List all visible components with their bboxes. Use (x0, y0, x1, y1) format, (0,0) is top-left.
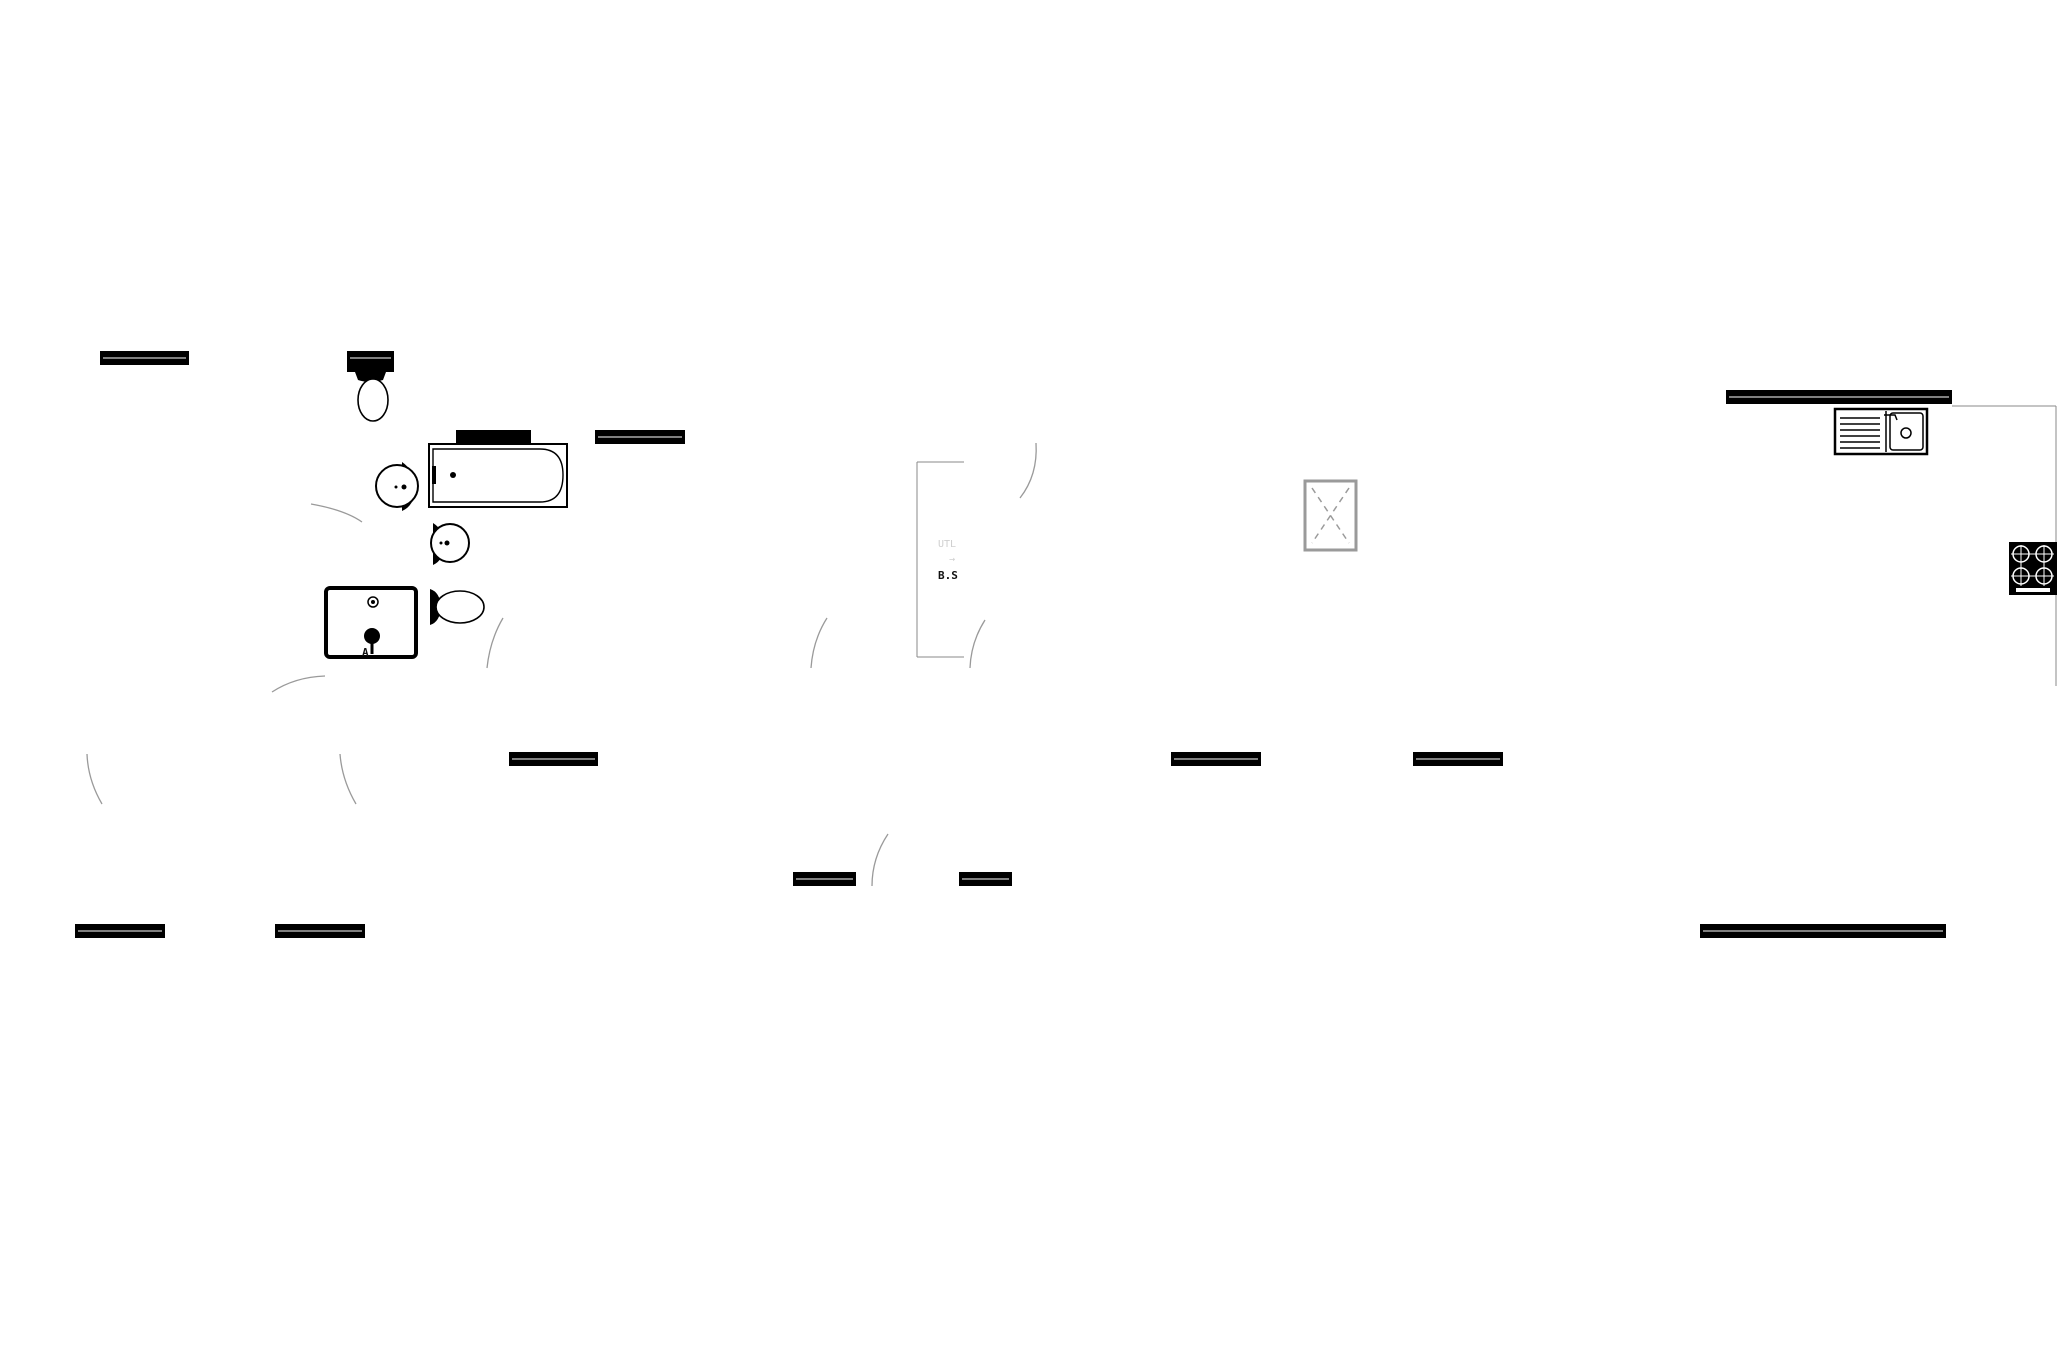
bathtub-icon (428, 433, 568, 508)
window (959, 872, 1012, 886)
window (75, 924, 165, 938)
door-swing (969, 619, 986, 669)
basin-icon (375, 462, 419, 511)
basin-icon (430, 523, 470, 565)
kitchen-sink-icon (1833, 407, 1929, 456)
window (1171, 752, 1261, 766)
toilet-icon (430, 589, 485, 625)
shower-label: A (362, 646, 369, 659)
window (793, 872, 856, 886)
window (347, 351, 394, 365)
door-swing (810, 617, 828, 669)
window (275, 924, 365, 938)
door-swing (310, 503, 363, 523)
cupboard-label-bottom: B.S (938, 569, 958, 582)
cupboard-label-mid: → (949, 554, 955, 565)
door-swing (271, 675, 326, 693)
window (509, 752, 598, 766)
door-swing (339, 753, 357, 805)
door-swing (486, 617, 504, 669)
window (1413, 752, 1503, 766)
window (1700, 924, 1946, 938)
toilet-icon (347, 364, 394, 422)
door-swings (86, 442, 1037, 887)
door-swing (1019, 442, 1037, 499)
skylight-icon (1303, 479, 1358, 552)
cupboard-label-top: UTL (938, 539, 956, 550)
window (1726, 390, 1952, 404)
shower-tray-icon: A (324, 586, 418, 659)
door-swing (871, 833, 889, 887)
utility-cupboard: UTL → B.S (916, 461, 964, 658)
window (100, 351, 189, 365)
door-swing (86, 753, 103, 805)
window (595, 430, 685, 444)
cooktop-icon (2009, 542, 2057, 595)
windows (75, 351, 1952, 938)
